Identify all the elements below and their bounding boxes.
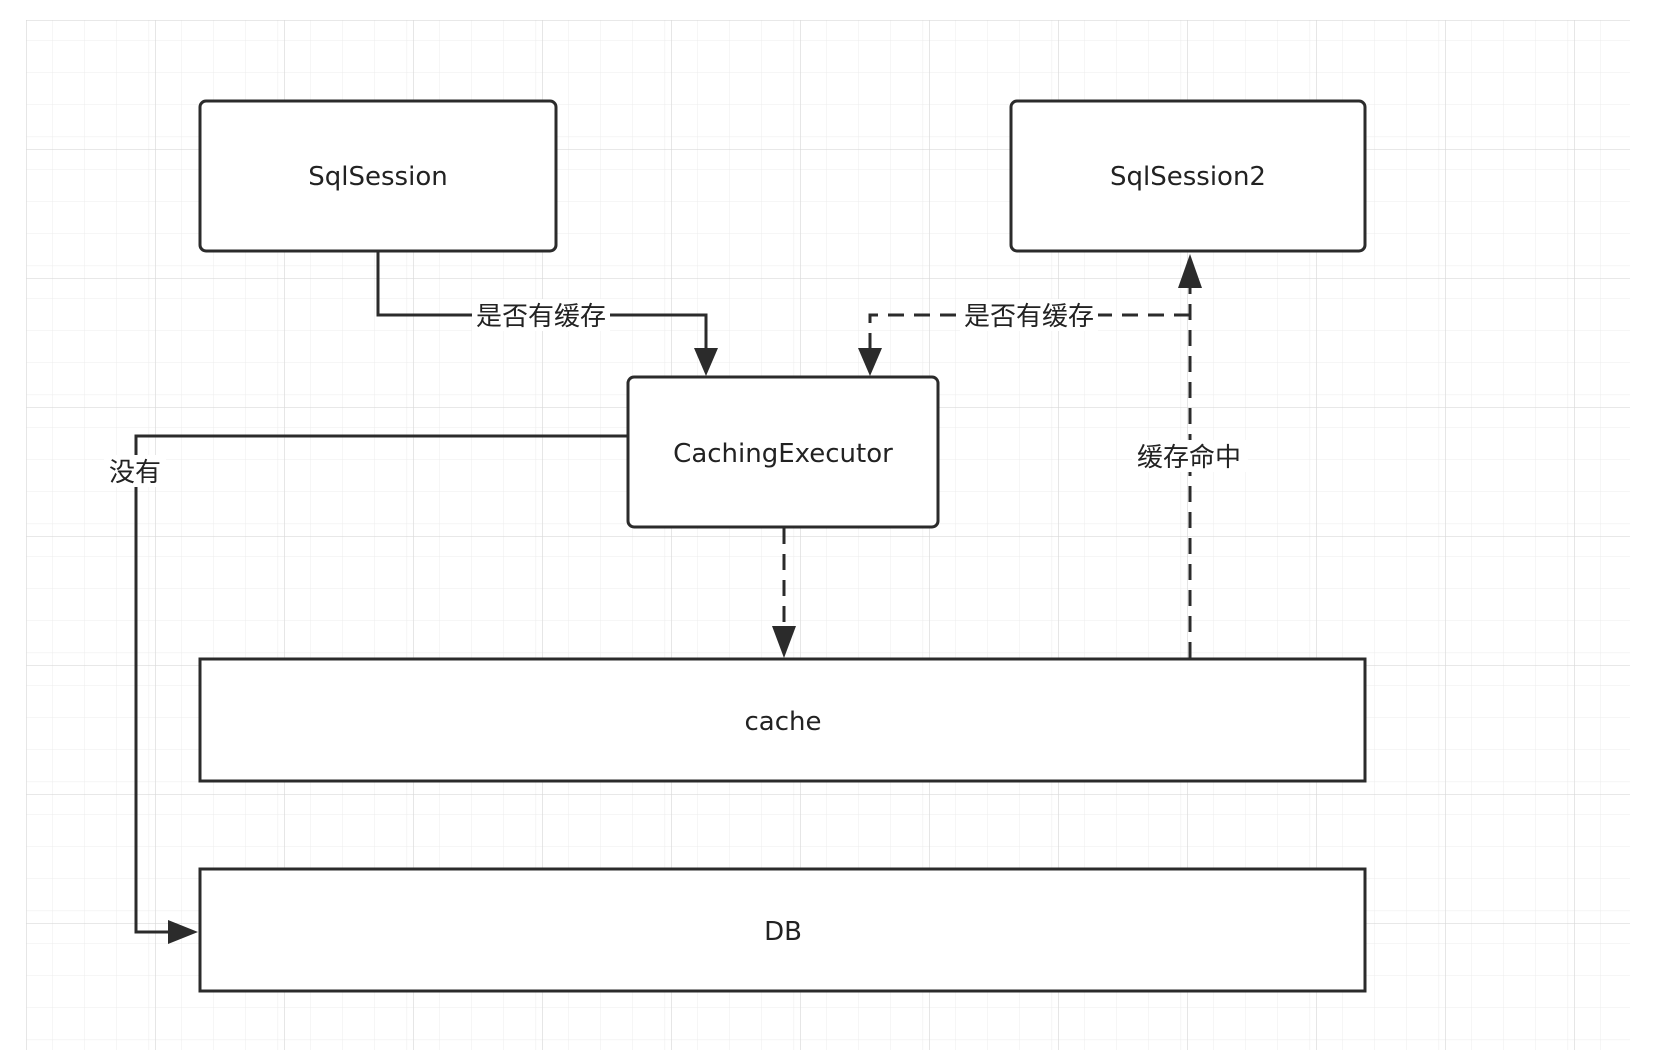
arrowhead-icon [168,920,198,944]
node-caching-executor[interactable]: CachingExecutor [626,375,940,529]
edge-label-cache-hit: 缓存命中 [1137,443,1241,473]
node-label: DB [764,917,802,947]
node-db[interactable]: DB [198,867,1367,993]
arrowhead-icon [694,348,718,376]
arrowhead-icon [772,626,796,658]
edge-label-session: 是否有缓存 [476,302,606,332]
edge-label-no-cache: 没有 [109,458,161,488]
arrowhead-icon [1178,254,1202,288]
edge-cache-hit[interactable]: 缓存命中 [1132,254,1248,658]
edge-session-to-executor[interactable]: 是否有缓存 [376,252,718,376]
node-sqlsession[interactable]: SqlSession [198,99,558,253]
edge-session2-to-executor[interactable]: 是否有缓存 [858,299,1190,376]
node-label: SqlSession [308,162,447,192]
node-label: cache [745,707,822,737]
node-label: SqlSession2 [1110,162,1266,192]
edge-executor-to-cache[interactable] [772,528,796,658]
node-label: CachingExecutor [673,439,893,469]
edge-executor-to-db[interactable]: 没有 [104,434,628,944]
node-cache[interactable]: cache [198,657,1367,783]
node-sqlsession2[interactable]: SqlSession2 [1009,99,1367,253]
arrowhead-icon [858,348,882,376]
edge-label-session2: 是否有缓存 [964,302,1094,332]
